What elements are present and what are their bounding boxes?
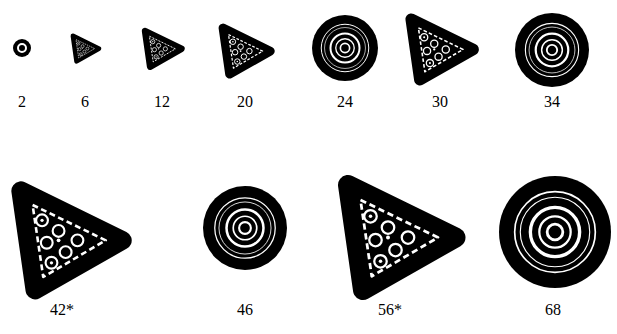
magic-number: 46 xyxy=(237,302,253,318)
shell-42 xyxy=(21,191,122,290)
shell-6 xyxy=(73,36,99,61)
magic-number: 34 xyxy=(544,94,560,110)
shell-68 xyxy=(499,176,611,288)
magic-number: 20 xyxy=(237,94,253,110)
magic-number: 68 xyxy=(545,302,561,318)
shell-46 xyxy=(203,186,287,270)
magic-number: 56* xyxy=(378,302,402,318)
magic-number: 2 xyxy=(18,94,26,110)
shell-30 xyxy=(411,19,473,79)
magic-number: 6 xyxy=(81,94,89,110)
magic-number: 42* xyxy=(50,302,74,318)
magic-number: 24 xyxy=(337,94,353,110)
shell-12 xyxy=(145,31,181,66)
shell-34 xyxy=(515,13,589,87)
shell-2 xyxy=(13,39,31,57)
magic-number: 12 xyxy=(154,94,170,110)
shell-20 xyxy=(223,28,270,74)
magic-number: 30 xyxy=(432,94,448,110)
shell-24 xyxy=(312,15,378,81)
shell-56 xyxy=(348,185,456,290)
